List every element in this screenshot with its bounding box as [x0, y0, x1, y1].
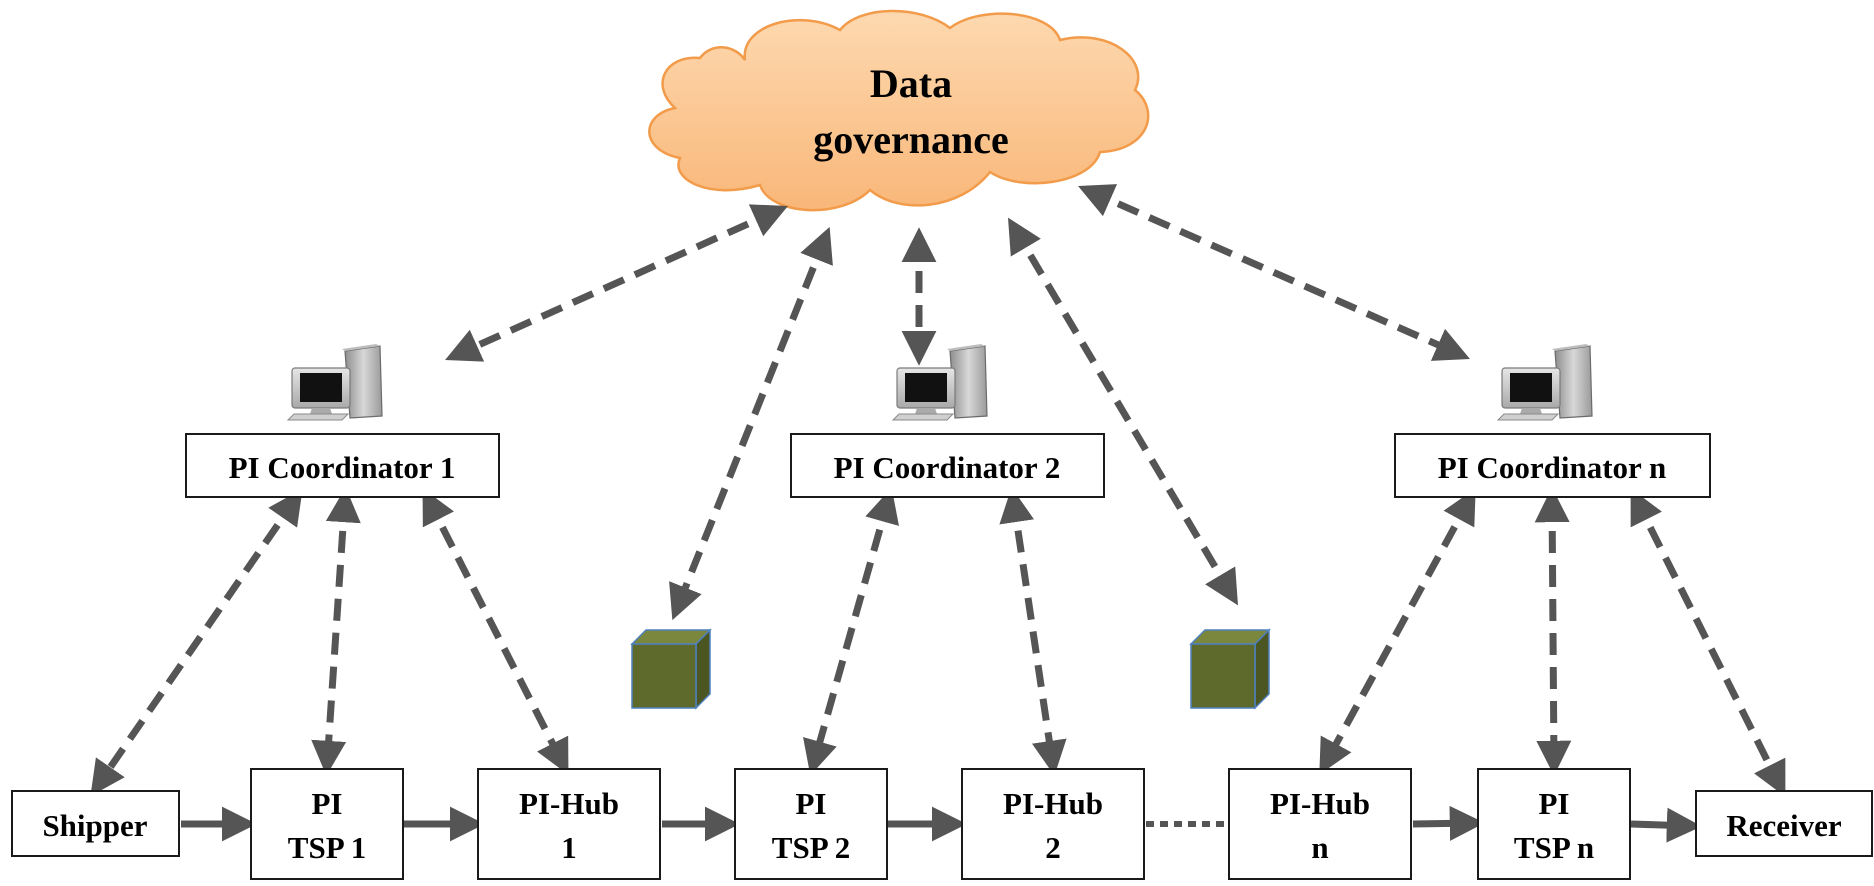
link-cloud-coordn [1078, 184, 1470, 361]
tsp-1-label-line1: PI [312, 786, 343, 821]
link-cloud-coord1 [445, 204, 788, 362]
hub-2-label-line1: PI-Hub [1003, 786, 1103, 821]
cloud-label-line2: governance [813, 117, 1009, 162]
hub-1-label-line1: PI-Hub [519, 786, 619, 821]
data-governance-cloud: Data governance [648, 9, 1150, 212]
hub-2-node: PI-Hub 2 [961, 768, 1145, 880]
tsp-2-node: PI TSP 2 [734, 768, 888, 880]
tsp-n-label-line2: TSP n [1514, 830, 1594, 865]
receiver-node: Receiver [1695, 790, 1873, 857]
tsp-2-label-line2: TSP 2 [772, 830, 850, 865]
hub-n-label-line1: PI-Hub [1270, 786, 1370, 821]
link-coordn-tspn [1534, 487, 1572, 776]
link-coord1-hub1 [422, 488, 569, 775]
link-coordn-receiver [1630, 488, 1786, 797]
link-coord1-tsp1 [311, 487, 361, 776]
link-coord1-shipper [90, 488, 303, 797]
coordinator-2: PI Coordinator 2 [790, 433, 1105, 498]
hub-1-node: PI-Hub 1 [477, 768, 661, 880]
link-coord2-hub2 [999, 487, 1067, 776]
coordinator-2-label: PI Coordinator 2 [834, 450, 1061, 485]
tsp-2-label-line1: PI [796, 786, 827, 821]
shipper-label: Shipper [42, 808, 147, 843]
tsp-n-label-line1: PI [1539, 786, 1570, 821]
shipper-node: Shipper [11, 790, 180, 857]
link-cloud-package1 [669, 226, 833, 621]
cloud-shape [648, 9, 1150, 212]
computer-icon [287, 343, 383, 421]
tsp-1-node: PI TSP 1 [250, 768, 404, 880]
flow-links [181, 805, 1702, 843]
package-icon [1190, 629, 1270, 709]
package-icon [631, 629, 711, 709]
computer-icon [892, 343, 988, 421]
cloud-label-line1: Data [870, 61, 952, 106]
coordinator-1: PI Coordinator 1 [185, 433, 500, 498]
hub-n-label-line2: n [1311, 830, 1328, 865]
hub-n-node: PI-Hub n [1228, 768, 1412, 880]
hub-1-label-line2: 1 [561, 830, 577, 865]
governance-links [445, 184, 1470, 621]
link-coord2-tsp2 [803, 487, 899, 776]
link-coordn-hubn [1319, 488, 1476, 775]
tsp-1-label-line2: TSP 1 [288, 830, 366, 865]
link-cloud-package2 [1008, 217, 1238, 606]
coordination-links [90, 487, 1786, 797]
flow-tspn-receiver [1630, 807, 1702, 843]
coordinator-n: PI Coordinator n [1394, 433, 1711, 498]
receiver-label: Receiver [1726, 808, 1842, 843]
hub-2-label-line2: 2 [1045, 830, 1061, 865]
coordinator-1-label: PI Coordinator 1 [229, 450, 456, 485]
flow-hubn-tspn [1412, 805, 1485, 841]
coordinator-n-label: PI Coordinator n [1438, 450, 1667, 485]
tsp-n-node: PI TSP n [1477, 768, 1631, 880]
computer-icon [1497, 343, 1593, 421]
